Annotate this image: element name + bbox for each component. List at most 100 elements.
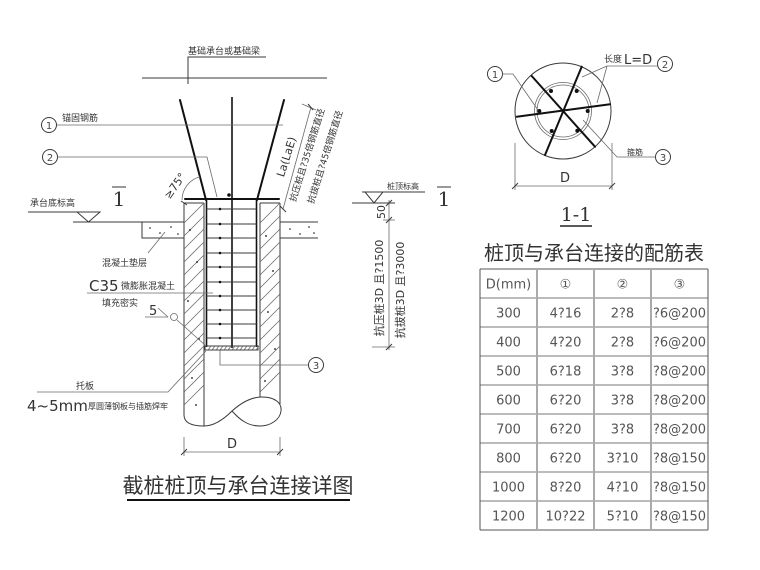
- detail-title: 截桩桩顶与承台连接详图: [123, 474, 354, 498]
- section-mark-right: 1: [438, 187, 451, 211]
- marker-circle: [655, 149, 671, 165]
- rebar-dot: [218, 251, 222, 255]
- hatch-line: [183, 267, 205, 289]
- table-cell: 2?8: [611, 307, 634, 322]
- hatch-line: [259, 241, 281, 263]
- table-cell: ?8@200: [653, 394, 706, 409]
- rebar-dot: [549, 89, 553, 93]
- table-cell: 6?20: [550, 394, 582, 409]
- concrete-aggregate: [272, 270, 274, 272]
- table-cell: 2?8: [611, 336, 634, 351]
- anchor-length-label: La(LaE): [274, 135, 299, 178]
- table-cell: 1000: [492, 481, 525, 496]
- table-cell: 800: [496, 452, 521, 467]
- hatch-line: [183, 345, 205, 367]
- table-header-cell: D(mm): [486, 278, 531, 293]
- la-dimension-line: [282, 106, 312, 210]
- pile-left-outer: [183, 203, 205, 427]
- rebar-dot: [218, 336, 222, 340]
- fill-label: 填充密实: [102, 297, 138, 309]
- table-cell: 4?10: [607, 481, 639, 496]
- concrete-aggregate: [299, 233, 301, 235]
- table-header-cell: ①: [560, 278, 572, 293]
- table-cell: 700: [496, 423, 521, 438]
- elevation-triangle-icon: [363, 191, 385, 204]
- marker-1-leader: [502, 73, 539, 111]
- hatch-line: [183, 215, 205, 237]
- hatch-line: [259, 215, 281, 237]
- hatch-line: [259, 293, 281, 315]
- rebar-dot: [218, 236, 222, 240]
- tick-mark: [307, 103, 314, 111]
- table-title: 桩顶与承台连接的配筋表: [484, 241, 704, 265]
- plate-hatch: [207, 345, 260, 351]
- hatch-line: [259, 371, 281, 393]
- table-cell: 400: [496, 336, 521, 351]
- stirrup-outer: [534, 82, 592, 140]
- hatch-line: [183, 371, 205, 393]
- marker-3-leader: [219, 350, 308, 366]
- pile-detail: 基础承台或基础梁 1 锚固钢筋 2 ≥75° La(LaE): [27, 45, 451, 501]
- weld-all-around-icon: [170, 313, 178, 321]
- tick-mark: [279, 205, 287, 213]
- concrete-aggregate: [195, 404, 197, 406]
- hatch-line: [183, 306, 205, 328]
- hatch-line: [259, 319, 281, 341]
- hatch-line: [211, 345, 216, 351]
- tick-mark: [180, 448, 188, 456]
- hatch-line: [247, 345, 252, 351]
- stirrup-leader: [582, 119, 656, 158]
- table-cell: 8?20: [550, 481, 582, 496]
- section-title: 1-1: [561, 204, 592, 226]
- marker-circle: [657, 56, 673, 72]
- rebar-dot: [218, 294, 222, 298]
- rebar-dot: [218, 222, 222, 226]
- table-cell: 3?8: [611, 394, 634, 409]
- hatch-line: [207, 345, 212, 351]
- hatch-line: [183, 254, 205, 276]
- concrete-grade: C35: [89, 277, 119, 295]
- table-header-cell: ②: [617, 278, 629, 293]
- hatch-line: [231, 345, 236, 351]
- hatch-line: [259, 345, 281, 367]
- hatch-line: [183, 332, 205, 354]
- concrete-aggregate: [177, 233, 179, 235]
- hatch-line: [259, 280, 281, 302]
- table-cell: 6?18: [550, 365, 582, 380]
- rebar-dot: [574, 89, 579, 93]
- elevation-triangle-icon: [75, 211, 102, 223]
- plate-leader: [37, 350, 207, 393]
- rebar-dot: [218, 280, 222, 284]
- pile-break-curve: [203, 410, 233, 427]
- concrete-aggregate: [265, 235, 267, 237]
- table-cell: 6?20: [550, 423, 582, 438]
- hatch-line: [183, 280, 205, 302]
- hatch-line: [183, 358, 205, 380]
- table-cell: ?6@200: [653, 307, 706, 322]
- hatch-line: [259, 267, 281, 289]
- hatch-line: [255, 345, 260, 351]
- marker-2-leader: [58, 156, 218, 198]
- angle-arc: [181, 176, 201, 201]
- tick-mark: [385, 199, 393, 207]
- hatch-line: [235, 345, 240, 351]
- marker-1: 1: [41, 117, 57, 133]
- table-cell: 4?16: [550, 307, 582, 322]
- section-diameter-label: D: [560, 171, 570, 186]
- table-cell: 4?20: [550, 336, 582, 351]
- length-leader: [581, 65, 608, 78]
- cap-bottom-label: 承台底标高: [30, 197, 75, 209]
- la-extension-line: [301, 103, 317, 111]
- anchor-bar-right: [256, 99, 285, 201]
- hatch-line: [227, 345, 232, 351]
- concrete-aggregate: [159, 232, 161, 234]
- hatch-line: [251, 345, 256, 351]
- tick-mark: [608, 182, 616, 190]
- hatch-line: [243, 345, 248, 351]
